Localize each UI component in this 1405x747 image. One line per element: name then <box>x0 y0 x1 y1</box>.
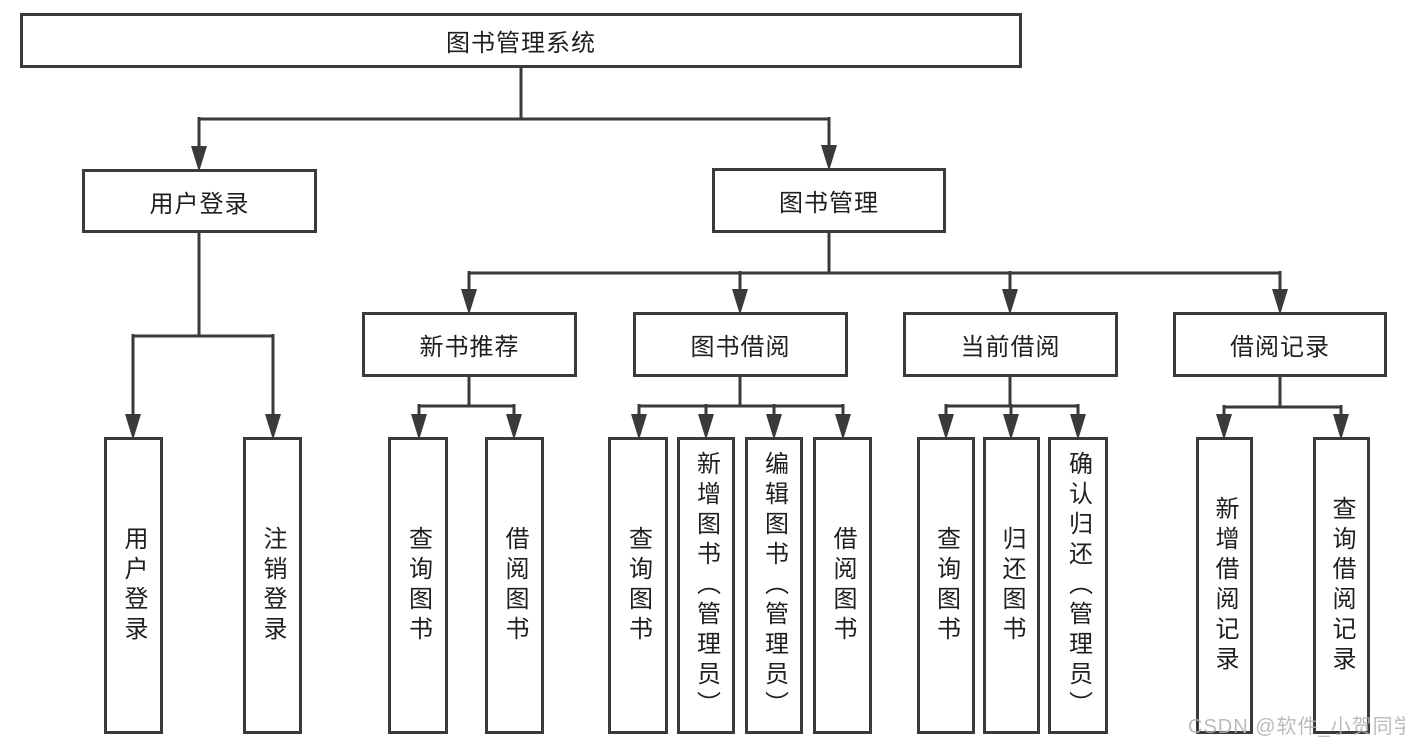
arrowhead <box>265 414 281 440</box>
leaf-newbook-borrow-books: 借阅图书 <box>485 437 544 734</box>
arrowhead <box>1333 414 1349 440</box>
arrowhead <box>1272 289 1288 315</box>
arrowhead <box>125 414 141 440</box>
connector-path <box>131 66 1343 418</box>
arrowhead <box>835 414 851 440</box>
leaf-borrow-add-books-admin: 新增图书（管理员） <box>677 437 735 734</box>
arrowhead <box>506 414 522 440</box>
leaf-borrow-borrow-books: 借阅图书 <box>813 437 872 734</box>
leaf-current-confirm-return-admin: 确认归还（管理员） <box>1048 437 1108 734</box>
csdn-watermark: CSDN @软件_小贺同学 <box>1188 716 1405 738</box>
arrowhead <box>938 414 954 440</box>
leaf-newbook-query-books: 查询图书 <box>388 437 448 734</box>
node-borrowing-records: 借阅记录 <box>1173 312 1387 377</box>
arrowhead <box>1216 414 1232 440</box>
node-book-borrowing: 图书借阅 <box>633 312 848 377</box>
leaf-logout: 注销登录 <box>243 437 302 734</box>
arrowhead <box>191 146 207 172</box>
arrowhead <box>698 414 714 440</box>
arrowhead <box>732 289 748 315</box>
leaf-user-login: 用户登录 <box>104 437 163 734</box>
arrowhead <box>461 289 477 315</box>
leaf-borrow-edit-books-admin: 编辑图书（管理员） <box>745 437 803 734</box>
arrowhead <box>411 414 427 440</box>
arrowhead <box>631 414 647 440</box>
leaf-current-query-books: 查询图书 <box>917 437 975 734</box>
arrowhead <box>1003 414 1019 440</box>
node-current-borrowing: 当前借阅 <box>903 312 1118 377</box>
node-new-book-recommend: 新书推荐 <box>362 312 577 377</box>
arrowhead <box>821 145 837 171</box>
leaf-borrow-query-books: 查询图书 <box>608 437 668 734</box>
arrowhead <box>1002 289 1018 315</box>
leaf-record-query-borrow-record: 查询借阅记录 <box>1313 437 1370 734</box>
leaf-current-return-books: 归还图书 <box>983 437 1040 734</box>
arrowhead <box>1070 414 1086 440</box>
leaf-record-add-borrow-record: 新增借阅记录 <box>1196 437 1253 734</box>
node-user-login: 用户登录 <box>82 169 317 233</box>
arrowhead <box>766 414 782 440</box>
node-book-management: 图书管理 <box>712 168 946 233</box>
node-root-system: 图书管理系统 <box>20 13 1022 68</box>
